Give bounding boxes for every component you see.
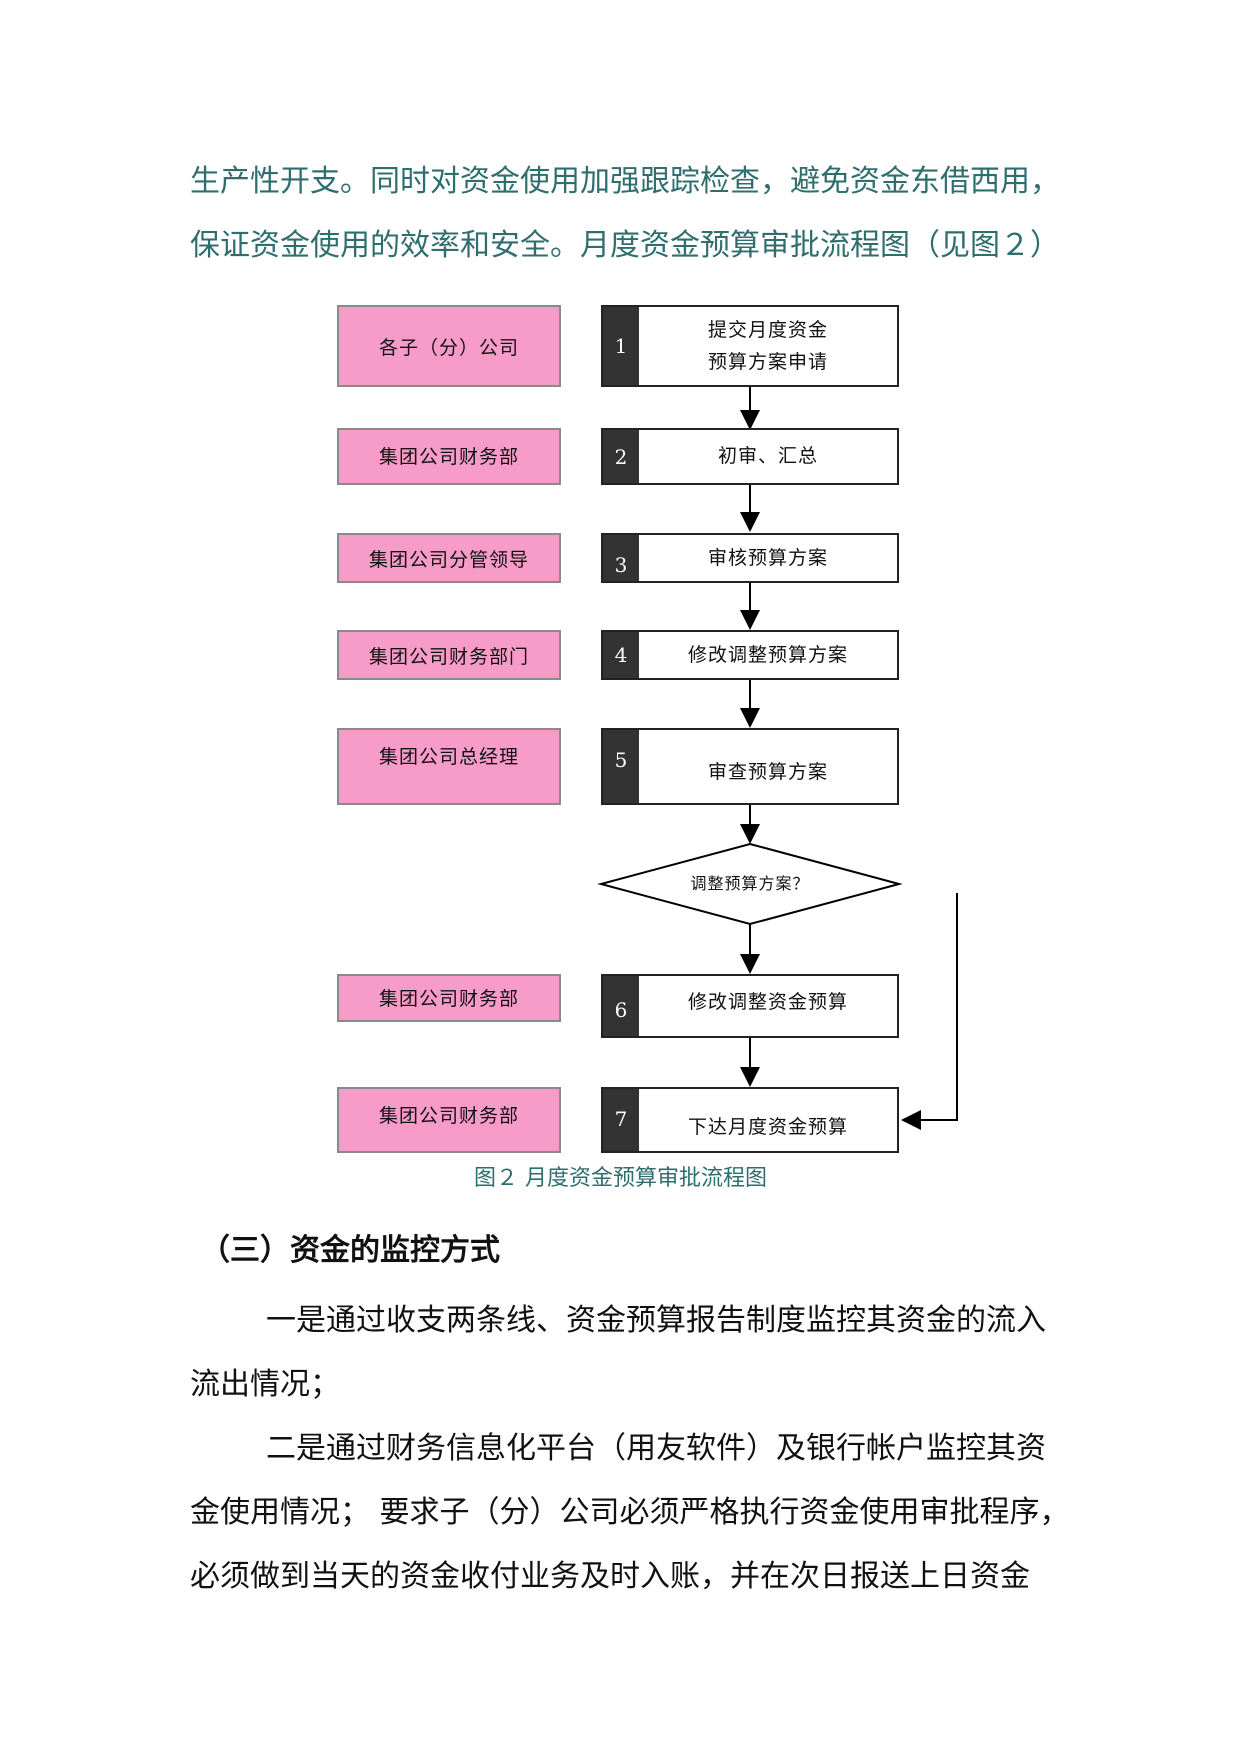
role-box-2: 集团公司财务部 <box>337 428 561 485</box>
role-box-7: 集团公司财务部 <box>337 1087 561 1153</box>
step-text-2: 初审、汇总 <box>717 445 818 467</box>
arrow-bypass <box>901 893 958 1130</box>
intro-line-2: 保证资金使用的效率和安全。月度资金预算审批流程图（见图２） <box>190 228 1060 263</box>
section-heading: （三）资金的监控方式 <box>200 1233 500 1268</box>
step-text-6: 修改调整资金预算 <box>687 991 848 1013</box>
step-box-1: 1 提交月度资金 预算方案申请 <box>601 305 899 387</box>
step-box-6: 6 修改调整资金预算 <box>601 974 899 1038</box>
step-box-4: 4 修改调整预算方案 <box>601 630 899 680</box>
p1-line-2: 流出情况； <box>190 1367 340 1402</box>
step-text-1: 提交月度资金 预算方案申请 <box>639 307 897 385</box>
step-box-2: 2 初审、汇总 <box>601 428 899 485</box>
role-box-6: 集团公司财务部 <box>337 974 561 1022</box>
step-number-6: 6 <box>603 976 639 1036</box>
p2-line-1: 二是通过财务信息化平台（用友软件）及银行帐户监控其资 <box>266 1431 1046 1466</box>
p2-line-3: 必须做到当天的资金收付业务及时入账，并在次日报送上日资金 <box>190 1559 1030 1594</box>
p2-line-2: 金使用情况； 要求子（分）公司必须严格执行资金使用审批程序， <box>190 1495 1070 1530</box>
step-text-1-line-2: 预算方案申请 <box>707 351 828 373</box>
role-box-3: 集团公司分管领导 <box>337 533 561 583</box>
step-text-3: 审核预算方案 <box>707 547 828 569</box>
step-box-3: 3 审核预算方案 <box>601 533 899 583</box>
step-box-5: 5 审查预算方案 <box>601 728 899 805</box>
step-number-2: 2 <box>603 430 639 483</box>
intro-line-1: 生产性开支。同时对资金使用加强跟踪检查，避免资金东借西用， <box>190 164 1060 199</box>
decision-label: 调整预算方案？ <box>690 874 810 893</box>
step-number-7: 7 <box>603 1089 639 1151</box>
role-box-1: 各子（分）公司 <box>337 305 561 387</box>
step-text-5: 审查预算方案 <box>707 760 828 783</box>
role-box-4: 集团公司财务部门 <box>337 630 561 680</box>
step-number-1: 1 <box>603 307 639 385</box>
role-box-5: 集团公司总经理 <box>337 728 561 805</box>
p1-line-1: 一是通过收支两条线、资金预算报告制度监控其资金的流入 <box>266 1303 1046 1338</box>
step-box-7: 7 下达月度资金预算 <box>601 1087 899 1153</box>
step-text-7: 下达月度资金预算 <box>687 1116 848 1138</box>
step-text-4: 修改调整预算方案 <box>687 644 848 666</box>
step-number-5: 5 <box>603 730 639 803</box>
figure-caption: 图２ 月度资金预算审批流程图 <box>474 1166 767 1191</box>
step-number-3: 3 <box>603 535 639 581</box>
step-text-1-line-1: 提交月度资金 <box>707 319 828 341</box>
step-number-4: 4 <box>603 632 639 678</box>
